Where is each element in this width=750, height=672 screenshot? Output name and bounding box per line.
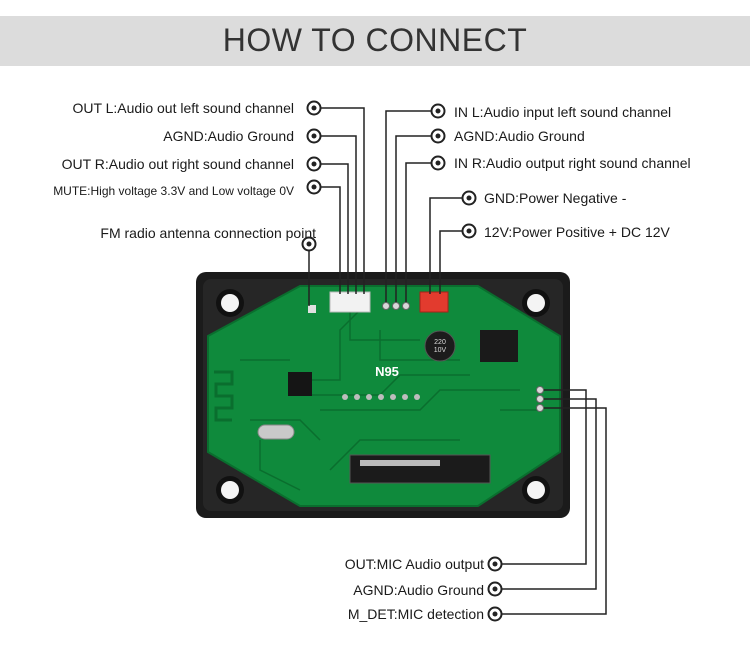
capacitor-label-2: 10V xyxy=(434,347,447,354)
label-mic-det: M_DET:MIC detection xyxy=(347,606,484,622)
label-in-r: IN R:Audio output right sound channel xyxy=(454,155,691,171)
terminal-mic-det xyxy=(487,606,503,622)
wires-left xyxy=(308,107,365,306)
terminal-mic-out xyxy=(487,556,503,572)
label-12v: 12V:Power Positive + DC 12V xyxy=(484,224,670,240)
label-mic-out: OUT:MIC Audio output xyxy=(344,556,484,572)
capacitor xyxy=(424,330,456,362)
model-label: N95 xyxy=(375,364,399,379)
mount-hole-bl-inner xyxy=(221,481,239,499)
main-ic-chip xyxy=(288,372,312,396)
pcb-edge xyxy=(207,285,561,507)
crystal-oscillator xyxy=(257,424,295,440)
sd-card-contacts xyxy=(360,460,440,466)
bt-antenna-trace xyxy=(214,370,234,422)
pad-row xyxy=(342,394,420,400)
in-l-pad xyxy=(382,302,390,310)
label-agnd-in: AGND:Audio Ground xyxy=(454,128,585,144)
terminal-gnd xyxy=(461,190,477,206)
pcb-traces xyxy=(240,300,540,491)
label-mic-agnd: AGND:Audio Ground xyxy=(353,582,484,598)
mount-hole-tr-inner xyxy=(527,294,545,312)
mic-out-pad xyxy=(536,386,544,394)
terminal-mic-agnd xyxy=(487,581,503,597)
label-in-l: IN L:Audio input left sound channel xyxy=(454,104,672,120)
pcb-board xyxy=(208,286,560,506)
mic-agnd-pad xyxy=(536,395,544,403)
terminal-12v xyxy=(461,223,477,239)
capacitor-label-1: 220 xyxy=(434,339,446,346)
label-out-r: OUT R:Audio out right sound channel xyxy=(61,156,294,172)
label-fm-antenna: FM radio antenna connection point xyxy=(100,225,316,241)
mount-hole-br-inner xyxy=(527,481,545,499)
in-agnd-pad xyxy=(392,302,400,310)
wires-bottom xyxy=(502,389,607,615)
header-banner xyxy=(0,16,750,66)
label-agnd-out: AGND:Audio Ground xyxy=(163,128,294,144)
terminal-out-r xyxy=(306,156,322,172)
terminal-in-l xyxy=(430,103,446,119)
terminal-in-r xyxy=(430,155,446,171)
terminal-mute xyxy=(306,179,322,195)
audio-out-connector xyxy=(329,291,371,313)
terminal-fm xyxy=(301,236,317,252)
terminal-out-l xyxy=(306,100,322,116)
mic-det-pad xyxy=(536,404,544,412)
mount-hole-tl-inner xyxy=(221,294,239,312)
label-gnd: GND:Power Negative - xyxy=(484,190,627,206)
sd-card-slot xyxy=(349,454,491,484)
power-connector xyxy=(419,291,449,313)
fm-antenna-pad xyxy=(308,305,316,313)
terminal-agnd-out xyxy=(306,128,322,144)
terminal-agnd-in xyxy=(430,128,446,144)
label-mute: MUTE:High voltage 3.3V and Low voltage 0… xyxy=(53,184,294,198)
page-title: HOW TO CONNECT xyxy=(222,22,528,58)
voltage-regulator xyxy=(480,330,518,362)
terminals xyxy=(301,100,503,622)
label-out-l: OUT L:Audio out left sound channel xyxy=(72,100,294,116)
in-r-pad xyxy=(402,302,410,310)
wires-right xyxy=(385,110,462,302)
